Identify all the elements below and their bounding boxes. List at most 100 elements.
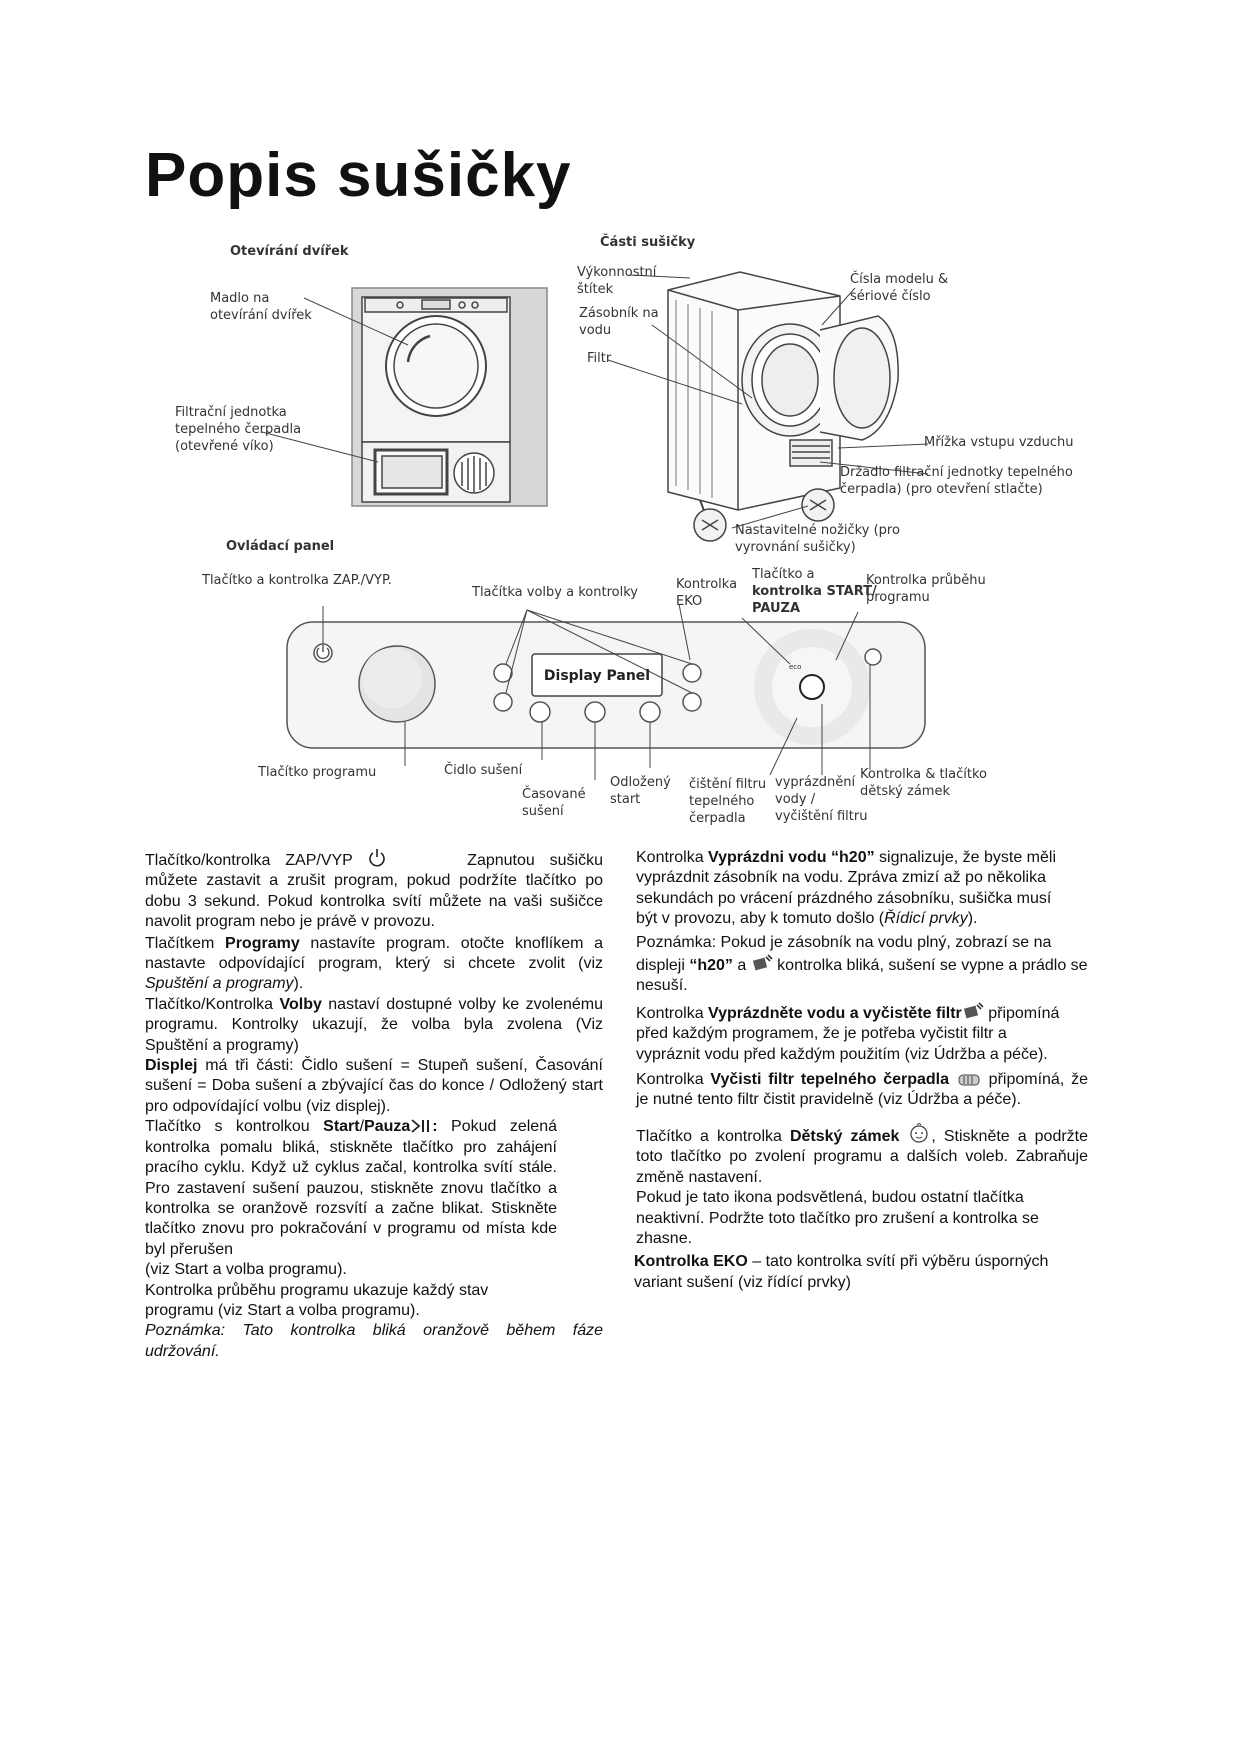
label-timed-drying: Časované sušení: [522, 786, 586, 820]
text-span: Pauza: [364, 1118, 411, 1136]
label-filter-handle: Držadlo filtrační jednotky tepelného čer…: [840, 464, 1073, 498]
paragraph-progress: Kontrolka průběhu programu ukazuje každý…: [145, 1281, 489, 1319]
door-leader-lines: [261, 297, 409, 463]
text-span: Vyprázdněte vodu a vyčistěte filtr: [708, 1004, 962, 1022]
control-panel-heading: Ovládací panel: [226, 539, 335, 554]
label-line: Filtrační jednotka: [175, 405, 287, 420]
label-line: čerpadla) (pro otevření stlačte): [840, 482, 1043, 497]
label-water-tank: Zásobník na vodu: [579, 305, 659, 339]
label-line: programu: [866, 590, 930, 605]
text-span: připomíná, že je nutné tento filtr čisti…: [636, 1071, 1088, 1109]
text-span: Poznámka: Pokud je zásobník na vodu plný…: [636, 933, 1052, 975]
text-span: Tlačítkem: [145, 934, 226, 952]
text-span: nastaví dostupné volby ke zvolenému prog…: [145, 995, 604, 1054]
label-line: Kontrolka & tlačítko: [860, 767, 988, 782]
text-span: Kontrolka: [636, 849, 709, 866]
paragraph-on-off: Tlačítko/kontrolka ZAP/VYP Zapnutou suši…: [145, 848, 603, 933]
paragraph-note: Poznámka: Tato kontrolka bliká oranžově …: [145, 1322, 603, 1360]
text-span: Tlačítko s kontrolkou: [145, 1118, 324, 1136]
label-line: sušení: [522, 804, 564, 819]
label-line: Tlačítko a: [752, 567, 815, 582]
label-line: EKO: [676, 594, 703, 609]
text-span: /: [359, 1118, 365, 1136]
text-span: a: [732, 957, 751, 975]
empty-clean-icon: [963, 1002, 984, 1019]
label-line: Výkonnostní: [577, 265, 657, 280]
label-line: Čísla modelu &: [850, 272, 949, 287]
label-line: Časované: [522, 787, 586, 802]
text-span: ).: [967, 910, 978, 928]
text-span: Displej: [145, 1057, 198, 1075]
label-line: štítek: [577, 282, 614, 297]
text-span: Tlačítko/Kontrolka: [145, 995, 280, 1013]
label-line: vyprázdnění: [775, 775, 856, 790]
text-span: Kontrolka: [636, 1004, 709, 1022]
parts-leader-lines: [607, 274, 929, 529]
text-span: Kontrolka: [636, 1071, 711, 1089]
text-span: Vyprázdni vodu “h20”: [708, 849, 875, 866]
label-line: dětský zámek: [860, 784, 950, 799]
dryer-diagram: eco: [261, 271, 929, 780]
text-span: Start: [323, 1118, 360, 1136]
text-span: Tlačítko/kontrolka ZAP/VYP: [145, 852, 353, 869]
parts-section-heading: Části sušičky: [600, 235, 696, 250]
water-tank-icon: [752, 954, 773, 971]
label-door-handle: Madlo na otevírání dvířek: [210, 290, 312, 324]
text-span: ).: [293, 975, 304, 993]
label-line: tepelného čerpadla: [175, 422, 302, 437]
text-span: :: [432, 1118, 438, 1136]
label-line: Držadlo filtrační jednotky tepelného: [840, 465, 1073, 480]
text-span: Tlačítko a kontrolka: [636, 1127, 790, 1145]
paragraph-start-pause: Tlačítko s kontrolkou Start/Pauza: Pokud…: [145, 1117, 557, 1280]
eco-mark: eco: [789, 663, 801, 671]
power-icon: [369, 849, 386, 867]
label-dry-sensor: Čidlo sušení: [444, 763, 523, 778]
text-span: nastavíte program. otočte knoflíkem a na…: [145, 934, 603, 973]
text-span: , Stiskněte a podržte toto tlačítko po z…: [636, 1127, 1089, 1186]
label-on-off: Tlačítko a kontrolka ZAP./VYP.: [202, 573, 392, 588]
feet-detail: [693, 488, 835, 542]
label-line: sériové číslo: [850, 289, 931, 304]
paragraph-eco: Kontrolka EKO – tato kontrolka svítí při…: [634, 1252, 1094, 1293]
text-span: Dětský zámek: [789, 1127, 900, 1145]
text-span: “h20”: [689, 957, 733, 975]
text-span: Zapnutou sušičku můžete zastavit a zruši…: [145, 852, 603, 931]
text-span: – tato kontrolka svítí při výběru úsporn…: [634, 1253, 1049, 1291]
paragraph-child-lock: Tlačítko a kontrolka Dětský zámek , Stis…: [636, 1120, 1088, 1188]
label-line: čerpadla: [689, 811, 746, 826]
label-line: Kontrolka průběhu: [866, 573, 986, 588]
paragraph-empty-water: Kontrolka Vyprázdni vodu “h20” signalizu…: [636, 848, 1074, 930]
label-line: kontrolka START/: [752, 584, 877, 599]
text-span: Vyčisti filtr tepelného čerpadla: [710, 1071, 950, 1089]
label-line: (otevřené víko): [175, 439, 274, 454]
label-empty-water: vyprázdnění vody / vyčištění filtru: [775, 774, 867, 825]
label-line: Odložený: [610, 775, 671, 790]
left-text-column: Tlačítko/kontrolka ZAP/VYP Zapnutou suši…: [145, 848, 603, 1362]
label-filter-unit: Filtrační jednotka tepelného čerpadla (o…: [175, 404, 301, 455]
label-rating-plate: Výkonnostní štítek: [577, 264, 656, 298]
label-line: Kontrolka: [676, 577, 738, 592]
paragraph-child-lock-note: Pokud je tato ikona podsvětlená, budou o…: [636, 1189, 1039, 1247]
text-span: signalizuje, že byste měli vyprázdnit zá…: [636, 849, 1057, 928]
dryer-front-illustration: [351, 287, 548, 507]
control-panel-illustration: [286, 621, 926, 749]
paragraph-tank-full-note: Poznámka: Pokud je zásobník na vodu plný…: [636, 933, 1088, 997]
label-line: čištění filtru: [689, 777, 767, 792]
label-option-buttons: Tlačítka volby a kontrolky: [472, 585, 638, 600]
label-line: Nastavitelné nožičky (pro: [735, 523, 900, 538]
text-span: Volby: [279, 995, 322, 1013]
label-line: Zásobník na: [579, 306, 659, 321]
label-line: vyrovnání sušičky): [735, 540, 856, 555]
text-span: Kontrolka EKO: [634, 1253, 748, 1271]
text-span: Řídicí prvky: [884, 910, 968, 928]
paragraph-options: Tlačítko/Kontrolka Volby nastaví dostupn…: [145, 995, 603, 1056]
display-panel: Display Panel: [543, 668, 651, 684]
label-air-grille: Mřížka vstupu vzduchu: [924, 435, 1074, 450]
label-progress-light: Kontrolka průběhu programu: [866, 572, 986, 606]
label-model-numbers: Čísla modelu & sériové číslo: [850, 271, 948, 305]
text-span: Pokud zelená kontrolka pomalu bliká, sti…: [145, 1118, 558, 1258]
dryer-side-illustration: [667, 271, 899, 517]
label-line: vody /: [775, 792, 816, 807]
label-delayed-start: Odložený start: [610, 774, 671, 808]
page-title: Popis sušičky: [145, 141, 572, 210]
